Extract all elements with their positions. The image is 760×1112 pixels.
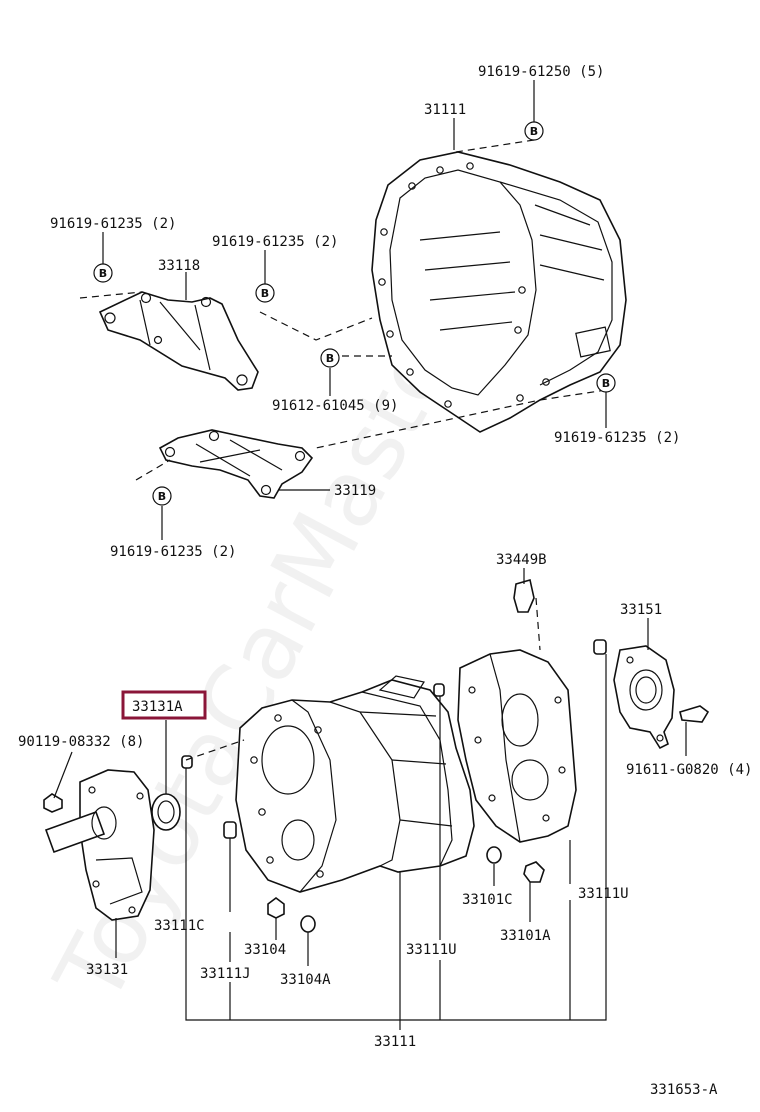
selected-part-highlight xyxy=(121,690,207,720)
dowel-pin-33111C[interactable] xyxy=(223,821,237,839)
ref-marker-b-6: B xyxy=(152,486,172,506)
clutch-housing-31111[interactable] xyxy=(371,151,627,433)
oil-seal-33131A[interactable] xyxy=(151,793,181,831)
label-33101a[interactable]: 33101A xyxy=(500,928,551,944)
extension-cover-33131[interactable] xyxy=(44,769,155,921)
leader-lines xyxy=(53,80,687,1030)
gasket-33101C[interactable] xyxy=(486,846,502,864)
label-91619-61235-top-left[interactable]: 91619-61235 (2) xyxy=(50,216,176,232)
bolt-90119-08332[interactable] xyxy=(43,793,63,813)
label-91619-61235-bottom-left[interactable]: 91619-61235 (2) xyxy=(110,544,236,560)
label-33104a[interactable]: 33104A xyxy=(280,972,331,988)
retainer-33151[interactable] xyxy=(613,645,675,750)
label-91619-61235-right[interactable]: 91619-61235 (2) xyxy=(554,430,680,446)
label-33111j[interactable]: 33111J xyxy=(200,966,251,982)
label-33118[interactable]: 33118 xyxy=(158,258,200,274)
plug-33101A[interactable] xyxy=(523,861,545,883)
svg-text:B: B xyxy=(326,352,334,365)
ref-marker-b-2: B xyxy=(93,263,113,283)
diagram-id: 331653-A xyxy=(650,1082,718,1098)
label-33151[interactable]: 33151 xyxy=(620,602,662,618)
label-33449b[interactable]: 33449B xyxy=(496,552,547,568)
ref-marker-b-5: B xyxy=(596,373,616,393)
bolt-91611-G0820[interactable] xyxy=(679,705,710,723)
label-33131[interactable]: 33131 xyxy=(86,962,128,978)
plug-33104[interactable] xyxy=(267,897,285,919)
label-91619-61235-top-middle[interactable]: 91619-61235 (2) xyxy=(212,234,338,250)
ref-marker-b-4: B xyxy=(320,348,340,368)
dowel-pin-33111J[interactable] xyxy=(181,755,193,769)
dowel-pin-33111U-top[interactable] xyxy=(593,639,607,655)
ref-marker-b-1: B xyxy=(524,121,544,141)
bracket-33118[interactable] xyxy=(98,291,259,391)
transmission-case-33111[interactable] xyxy=(235,675,475,893)
gasket-33104A[interactable] xyxy=(300,915,316,933)
adapter-plate-33111U[interactable] xyxy=(457,649,577,843)
bracket-33119[interactable] xyxy=(158,429,314,499)
dowel-pin-33111U-mid[interactable] xyxy=(433,683,445,697)
label-33104[interactable]: 33104 xyxy=(244,942,286,958)
breather-33449B[interactable] xyxy=(513,578,535,613)
label-33111c[interactable]: 33111C xyxy=(154,918,205,934)
label-31111[interactable]: 31111 xyxy=(424,102,466,118)
ref-marker-b-3: B xyxy=(255,283,275,303)
label-33111[interactable]: 33111 xyxy=(374,1034,416,1050)
label-33119[interactable]: 33119 xyxy=(334,483,376,499)
svg-text:B: B xyxy=(602,377,610,390)
label-91619-61250[interactable]: 91619-61250 (5) xyxy=(478,64,604,80)
label-33111u-right[interactable]: 33111U xyxy=(578,886,629,902)
svg-text:B: B xyxy=(261,287,269,300)
dashed-reference-lines xyxy=(79,139,607,761)
label-33101c[interactable]: 33101C xyxy=(462,892,513,908)
label-90119-08332[interactable]: 90119-08332 (8) xyxy=(18,734,144,750)
label-33111u-middle[interactable]: 33111U xyxy=(406,942,457,958)
label-33131a[interactable]: 33131A xyxy=(132,699,183,715)
svg-text:B: B xyxy=(530,125,538,138)
svg-text:B: B xyxy=(99,267,107,280)
svg-text:B: B xyxy=(158,490,166,503)
label-91612-61045[interactable]: 91612-61045 (9) xyxy=(272,398,398,414)
label-91611-g0820[interactable]: 91611-G0820 (4) xyxy=(626,762,752,778)
